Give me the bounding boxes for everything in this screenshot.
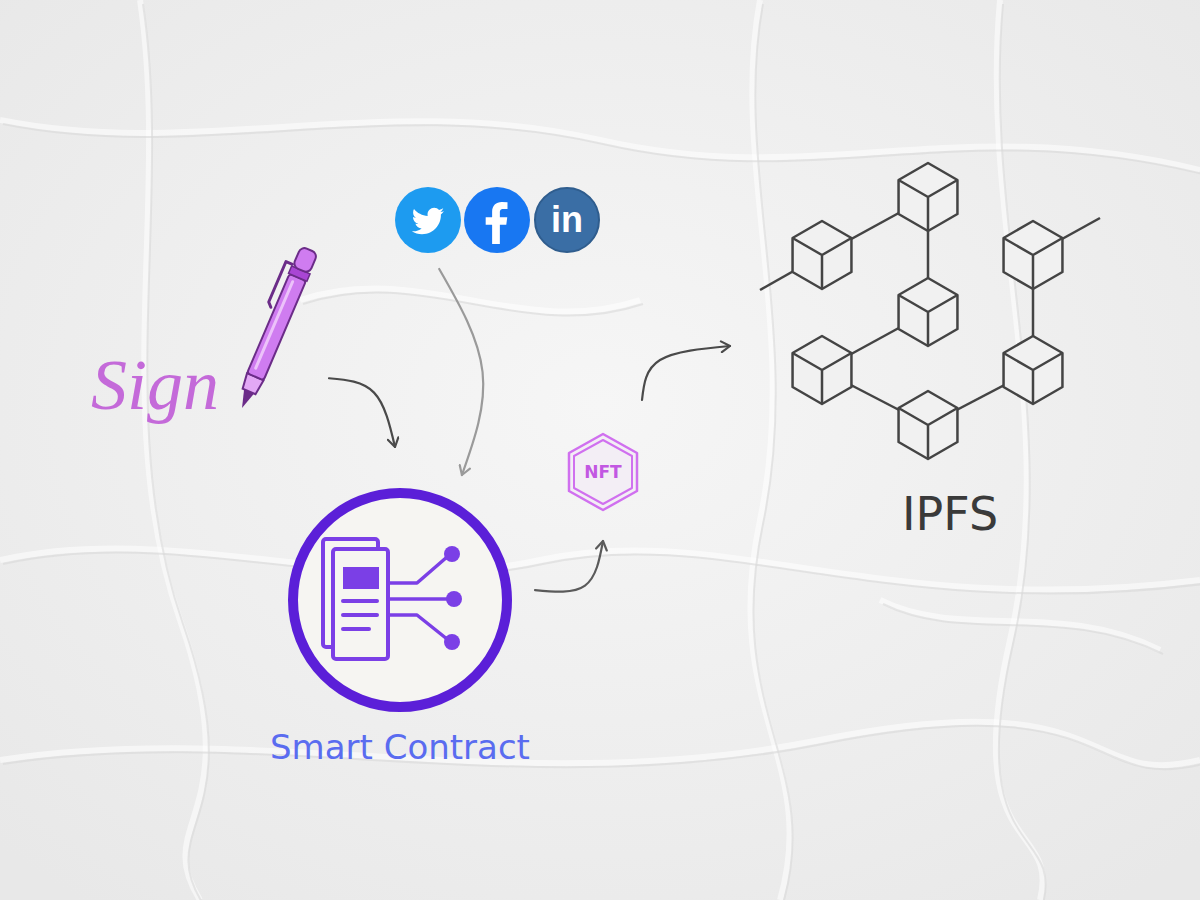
- paper-crease: [3, 124, 1200, 174]
- flow-arrow: [439, 269, 483, 475]
- signature-text: Sign: [91, 342, 219, 428]
- flow-arrow: [329, 378, 395, 447]
- block-cube: [899, 163, 958, 231]
- pen-cap: [293, 246, 318, 273]
- paper-crease: [3, 726, 1200, 770]
- paper-crease: [3, 552, 1200, 593]
- cube-outline: [899, 278, 958, 346]
- ipfs-network: IPFS: [755, 150, 1105, 550]
- flow-arrow: [642, 346, 730, 400]
- cube-edges: [899, 295, 958, 346]
- node-label: Smart Contract: [270, 727, 530, 768]
- flow-arrow: [535, 541, 603, 592]
- node-label: IPFS: [902, 488, 998, 541]
- circuit-dot: [444, 634, 460, 650]
- cube-edges: [899, 180, 958, 231]
- pen-highlight: [256, 282, 293, 368]
- nft-text: NFT: [584, 433, 621, 511]
- social-icons: in: [393, 185, 603, 255]
- pen-clip: [267, 262, 292, 309]
- paper-crease: [303, 292, 643, 315]
- twitter-bird: [412, 208, 444, 234]
- node-illustration: [287, 487, 513, 713]
- circuit-dot: [444, 546, 460, 562]
- contract-circle: [293, 493, 507, 707]
- block-cube: [793, 336, 852, 404]
- cube-outline: [1004, 336, 1063, 404]
- document-line: [343, 599, 377, 603]
- circuit-line: [388, 615, 447, 639]
- circuit-dot: [446, 591, 462, 607]
- block-cube: [899, 391, 958, 459]
- block-cube: [899, 278, 958, 346]
- cube-outline: [899, 163, 958, 231]
- paper-crease: [0, 120, 1200, 170]
- signature-figure: Sign: [85, 250, 325, 475]
- smart-contract-circle: Smart Contract: [264, 487, 536, 772]
- cube-outline: [1004, 221, 1063, 289]
- cube-edges: [793, 353, 852, 404]
- document-line: [343, 613, 377, 617]
- cube-edges: [1004, 353, 1063, 404]
- twitter-icon: [395, 187, 461, 253]
- linkedin-text: in: [551, 185, 583, 255]
- hexagon-outer: [569, 434, 637, 510]
- cube-outline: [899, 391, 958, 459]
- document-line: [343, 627, 369, 631]
- cube-edges: [793, 238, 852, 289]
- paper-crease: [753, 4, 792, 900]
- block-cube: [1004, 221, 1063, 289]
- paper-crease: [883, 604, 1163, 654]
- paper-crease: [143, 4, 209, 900]
- block-cube: [793, 221, 852, 289]
- paper-crease: [300, 288, 640, 311]
- paper-crease: [996, 0, 1043, 900]
- facebook-glyph: [486, 202, 508, 244]
- cube-edges: [1004, 238, 1063, 289]
- block-cube: [1004, 336, 1063, 404]
- document-header: [343, 567, 379, 589]
- pen-body: [247, 274, 306, 380]
- document-front: [333, 549, 388, 659]
- paper-crease: [999, 4, 1046, 900]
- circuit-line: [388, 597, 447, 601]
- cube-edges: [899, 408, 958, 459]
- cube-outline: [793, 336, 852, 404]
- pen-icon: [226, 243, 318, 412]
- cube-outline: [793, 221, 852, 289]
- nft-badge: NFT: [567, 433, 639, 511]
- circuit-line: [388, 557, 447, 583]
- facebook-icon: [464, 187, 530, 253]
